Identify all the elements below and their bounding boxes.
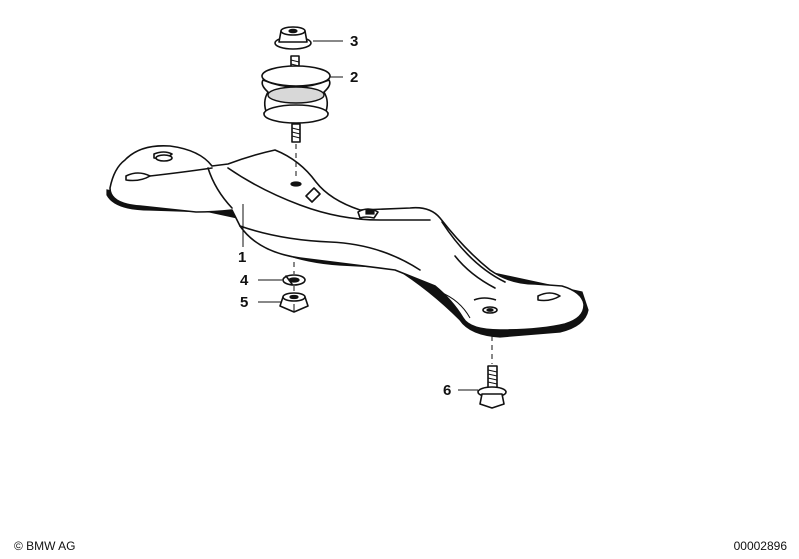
- callout-5: 5: [240, 294, 248, 311]
- document-number: 00002896: [733, 539, 787, 553]
- callout-1: 1: [238, 249, 246, 266]
- assembly-axis-lines: [293, 144, 493, 364]
- callout-4: 4: [240, 272, 249, 289]
- leader-lines: [242, 40, 478, 391]
- part-6-hex-bolt: [477, 365, 507, 409]
- part-2-rubber-mount: [261, 55, 331, 143]
- part-3-hex-nut-with-washer: [274, 26, 312, 50]
- copyright-notice: © BMW AG: [14, 539, 76, 553]
- part-5-hex-nut: [279, 292, 309, 313]
- callout-6: 6: [443, 382, 451, 399]
- callout-2: 2: [350, 69, 358, 86]
- callout-3: 3: [350, 33, 358, 50]
- part-4-lock-washer: [282, 274, 306, 286]
- part-1-transmission-crossmember: [106, 144, 589, 338]
